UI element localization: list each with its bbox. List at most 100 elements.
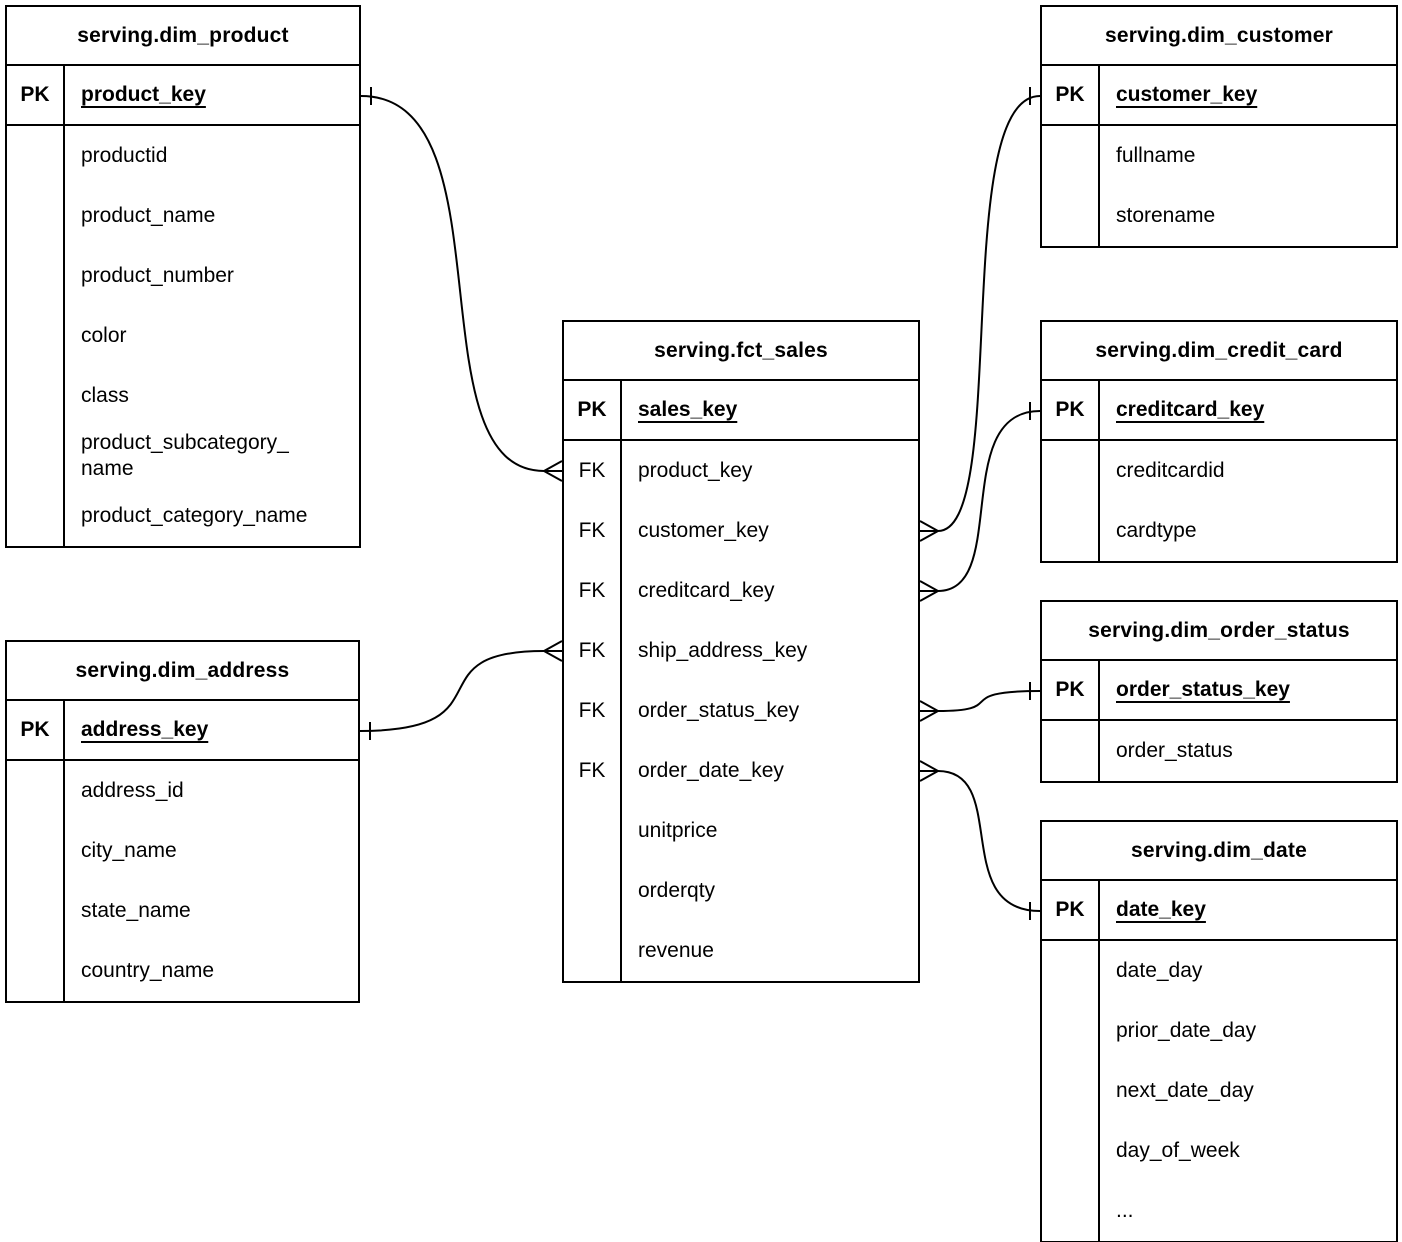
field-name: unitprice xyxy=(638,818,718,842)
field-name: date_key xyxy=(1116,897,1206,921)
table-row: country_name xyxy=(7,941,358,1001)
crow-foot-many-icon xyxy=(919,700,939,722)
field-name: ship_address_key xyxy=(638,638,808,662)
key-spacer xyxy=(1042,1061,1100,1121)
field-name: sales_key xyxy=(638,397,738,421)
field-name: product_key xyxy=(638,458,753,482)
fk-label: FK xyxy=(564,501,622,561)
key-spacer xyxy=(7,366,65,426)
relationship-creditcard_key xyxy=(919,402,1041,602)
field-name: color xyxy=(81,323,127,347)
relationship-curve xyxy=(937,690,1041,712)
key-spacer xyxy=(1042,186,1100,246)
field-name: product_number xyxy=(81,263,234,287)
pk-label: PK xyxy=(7,701,65,759)
fk-label: FK xyxy=(564,621,622,681)
table-row: storename xyxy=(1042,186,1396,246)
field-name: state_name xyxy=(81,898,191,922)
relationship-ship_address_key xyxy=(359,640,563,740)
field-name: storename xyxy=(1116,203,1216,227)
field-name: address_id xyxy=(81,778,184,802)
field-name: revenue xyxy=(638,938,714,962)
key-spacer xyxy=(7,126,65,186)
key-spacer xyxy=(7,186,65,246)
field-name: product_name xyxy=(81,203,216,227)
table-row: product_name xyxy=(7,186,359,246)
table-row: PK date_key xyxy=(1042,881,1396,941)
key-spacer xyxy=(1042,441,1100,501)
field-name: order_status_key xyxy=(638,698,800,722)
table-title: serving.dim_address xyxy=(7,642,358,701)
table-row: address_id xyxy=(7,761,358,821)
key-spacer xyxy=(564,801,622,861)
relationship-curve xyxy=(937,770,1041,912)
field-name: day_of_week xyxy=(1116,1138,1240,1162)
field-name: product_subcategory_ name xyxy=(81,430,289,480)
key-spacer xyxy=(7,306,65,366)
crow-foot-many-icon xyxy=(919,760,939,782)
field-name: prior_date_day xyxy=(1116,1018,1257,1042)
table-row: day_of_week xyxy=(1042,1121,1396,1181)
field-name: customer_key xyxy=(638,518,769,542)
table-row: prior_date_day xyxy=(1042,1001,1396,1061)
table-row: FK order_date_key xyxy=(564,741,918,801)
table-row: next_date_day xyxy=(1042,1061,1396,1121)
table-title: serving.dim_credit_card xyxy=(1042,322,1396,381)
field-name: order_status_key xyxy=(1116,677,1290,701)
table-row: creditcardid xyxy=(1042,441,1396,501)
field-name: creditcard_key xyxy=(638,578,775,602)
table-row: unitprice xyxy=(564,801,918,861)
table-row: FK customer_key xyxy=(564,501,918,561)
pk-label: PK xyxy=(564,381,622,439)
pk-label: PK xyxy=(1042,881,1100,939)
table-row: FK order_status_key xyxy=(564,681,918,741)
field-name: order_date_key xyxy=(638,758,784,782)
pk-label: PK xyxy=(1042,381,1100,439)
field-name: cardtype xyxy=(1116,518,1197,542)
key-spacer xyxy=(1042,1001,1100,1061)
table-row: orderqty xyxy=(564,861,918,921)
key-spacer xyxy=(1042,126,1100,186)
field-name: fullname xyxy=(1116,143,1196,167)
crow-foot-many-icon xyxy=(543,460,563,482)
table-row: product_subcategory_ name xyxy=(7,426,359,486)
relationship-curve xyxy=(937,95,1041,532)
key-spacer xyxy=(1042,721,1100,781)
fk-label: FK xyxy=(564,441,622,501)
key-spacer xyxy=(7,941,65,1001)
table-row: FK ship_address_key xyxy=(564,621,918,681)
table-row: productid xyxy=(7,126,359,186)
field-name: next_date_day xyxy=(1116,1078,1254,1102)
fk-label: FK xyxy=(564,741,622,801)
key-spacer xyxy=(7,246,65,306)
key-spacer xyxy=(1042,1181,1100,1241)
crow-foot-many-icon xyxy=(543,640,563,662)
key-spacer xyxy=(7,881,65,941)
pk-label: PK xyxy=(1042,66,1100,124)
field-name: date_day xyxy=(1116,958,1203,982)
key-spacer xyxy=(7,761,65,821)
field-name: productid xyxy=(81,143,168,167)
table-row: PK sales_key xyxy=(564,381,918,441)
table-row: fullname xyxy=(1042,126,1396,186)
relationship-order_status_key xyxy=(919,682,1041,722)
table-title: serving.fct_sales xyxy=(564,322,918,381)
key-spacer xyxy=(1042,941,1100,1001)
fk-label: FK xyxy=(564,681,622,741)
key-spacer xyxy=(1042,1121,1100,1181)
table-row: date_day xyxy=(1042,941,1396,1001)
relationship-curve xyxy=(359,650,545,732)
field-name: order_status xyxy=(1116,738,1233,762)
table-title: serving.dim_date xyxy=(1042,822,1396,881)
relationship-order_date_key xyxy=(919,760,1041,920)
table-row: class xyxy=(7,366,359,426)
table-row: FK product_key xyxy=(564,441,918,501)
